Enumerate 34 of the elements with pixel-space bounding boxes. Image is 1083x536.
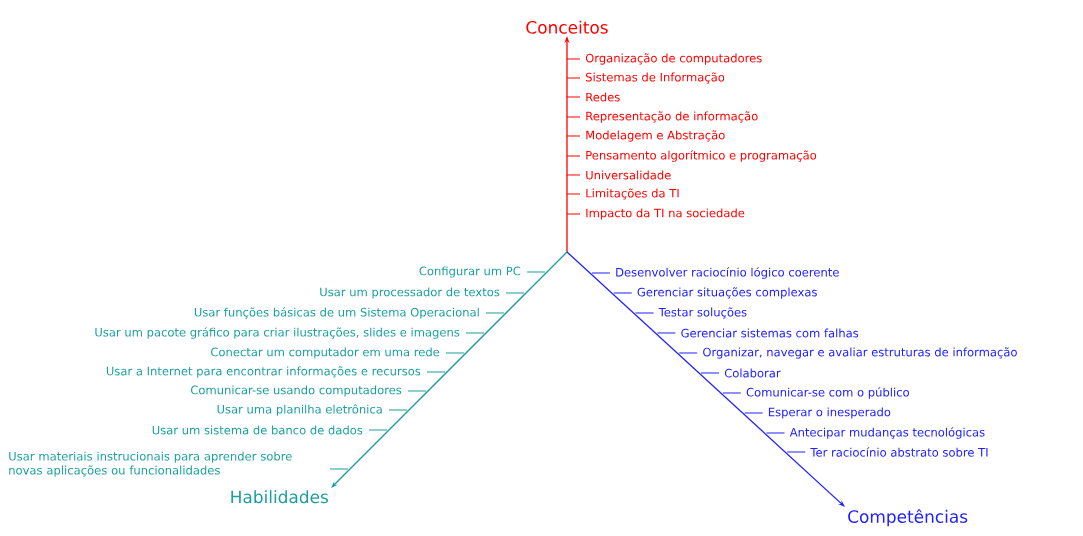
- list-item: Usar um pacote gráfico para criar ilustrações, slides e imagens: [95, 327, 460, 339]
- axis-title: Conceitos: [526, 20, 608, 34]
- list-item: Limitações da TI: [586, 188, 679, 200]
- list-item: Usar uma planilha eletrônica: [217, 404, 382, 416]
- list-item: Antecipar mudanças tecnológicas: [789, 427, 985, 439]
- list-item: Gerenciar sistemas com falhas: [681, 328, 859, 338]
- list-item: Universalidade: [586, 170, 671, 180]
- list-item: Sistemas de Informação: [585, 72, 725, 84]
- list-item: Organizar, navegar e avaliar estruturas de informação: [703, 347, 1017, 359]
- list-item: Gerenciar situações complexas: [637, 287, 817, 299]
- list-item: Representação de informação: [586, 111, 758, 123]
- list-item: Conectar um computador em uma rede: [211, 347, 440, 359]
- arrow: [331, 251, 568, 488]
- list-item: Usar materiais instrucionais para aprender sobre novas aplicações ou funcionalidades: [9, 451, 292, 477]
- list-item: Comunicar-se com o público: [746, 387, 909, 399]
- list-item: Impacto da TI na sociedade: [586, 208, 745, 220]
- list-item: Comunicar-se usando computadores: [190, 385, 402, 397]
- axis-title: Habilidades: [231, 490, 328, 504]
- list-item: Organização de computadores: [585, 53, 762, 65]
- list-item: Colaborar: [724, 368, 781, 378]
- list-item: Desenvolver raciocínio lógico coerente: [616, 267, 839, 279]
- list-item: Ter raciocínio abstrato sobre TI: [810, 447, 988, 457]
- list-item: Usar a Internet para encontrar informações e recursos: [106, 366, 421, 378]
- list-item: Esperar o inesperado: [768, 407, 891, 419]
- axis-title: Competências: [848, 509, 968, 527]
- list-item: Redes: [586, 92, 620, 102]
- list-item: Modelagem e Abstração: [586, 130, 725, 142]
- list-item: Usar um sistema de banco de dados: [152, 425, 363, 435]
- list-item: Pensamento algorítmico e programação: [586, 150, 817, 162]
- list-item: Testar soluções: [658, 307, 747, 319]
- list-item: Usar funções básicas de um Sistema Operacional: [194, 307, 479, 319]
- arrow: [566, 251, 845, 507]
- list-item: Usar um processador de textos: [320, 287, 500, 299]
- list-item: Configurar um PC: [419, 266, 521, 278]
